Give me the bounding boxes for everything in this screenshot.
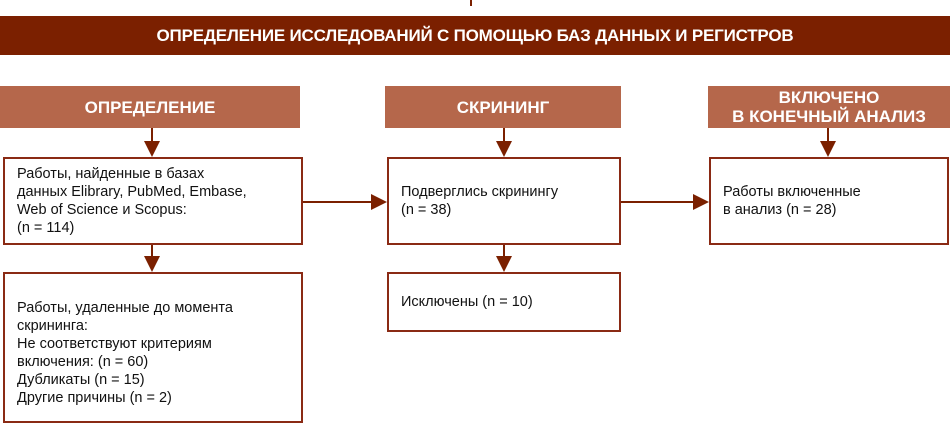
text-line: Работы включенные [723, 184, 861, 200]
box-removed-records: Работы, удаленные до момента скрининга: … [3, 272, 303, 423]
box-excluded: Исключены (n = 10) [387, 272, 621, 332]
text-line: Не соответствуют критериям [17, 335, 212, 352]
text-line: Работы, удаленные до момента [17, 299, 233, 316]
text-line: скрининга: [17, 317, 88, 334]
section-identification: ОПРЕДЕЛЕНИЕ [0, 86, 300, 128]
text-line: включения: (n = 60) [17, 353, 149, 370]
section-included-line2: В КОНЕЧНЫЙ АНАЛИЗ [732, 107, 926, 126]
text-line: Дубликаты (n = 15) [17, 371, 145, 388]
text-line: данных Elibrary, PubMed, Embase, [17, 184, 247, 200]
section-included-line1: ВКЛЮЧЕНО [778, 88, 880, 107]
text-line: (n = 114) [17, 220, 75, 236]
text-line: (n = 38) [401, 202, 452, 218]
text-line: Web of Science и Scopus: [17, 202, 187, 218]
text-line: Исключены (n = 10) [401, 294, 533, 310]
section-screening: СКРИНИНГ [385, 86, 621, 128]
text-line: Другие причины (n = 2) [17, 389, 172, 406]
box-found-records: Работы, найденные в базах данных Elibrar… [3, 157, 303, 245]
text-line: Работы, найденные в базах [17, 166, 205, 182]
text-line: Подверглись скринингу [401, 184, 559, 200]
box-included: Работы включенные в анализ (n = 28) [709, 157, 949, 245]
box-screened: Подверглись скринингу (n = 38) [387, 157, 621, 245]
connector-top [470, 0, 472, 6]
title-bar: ОПРЕДЕЛЕНИЕ ИССЛЕДОВАНИЙ С ПОМОЩЬЮ БАЗ Д… [0, 16, 950, 55]
text-line: в анализ (n = 28) [723, 202, 837, 218]
section-included: ВКЛЮЧЕНО В КОНЕЧНЫЙ АНАЛИЗ [708, 86, 950, 128]
